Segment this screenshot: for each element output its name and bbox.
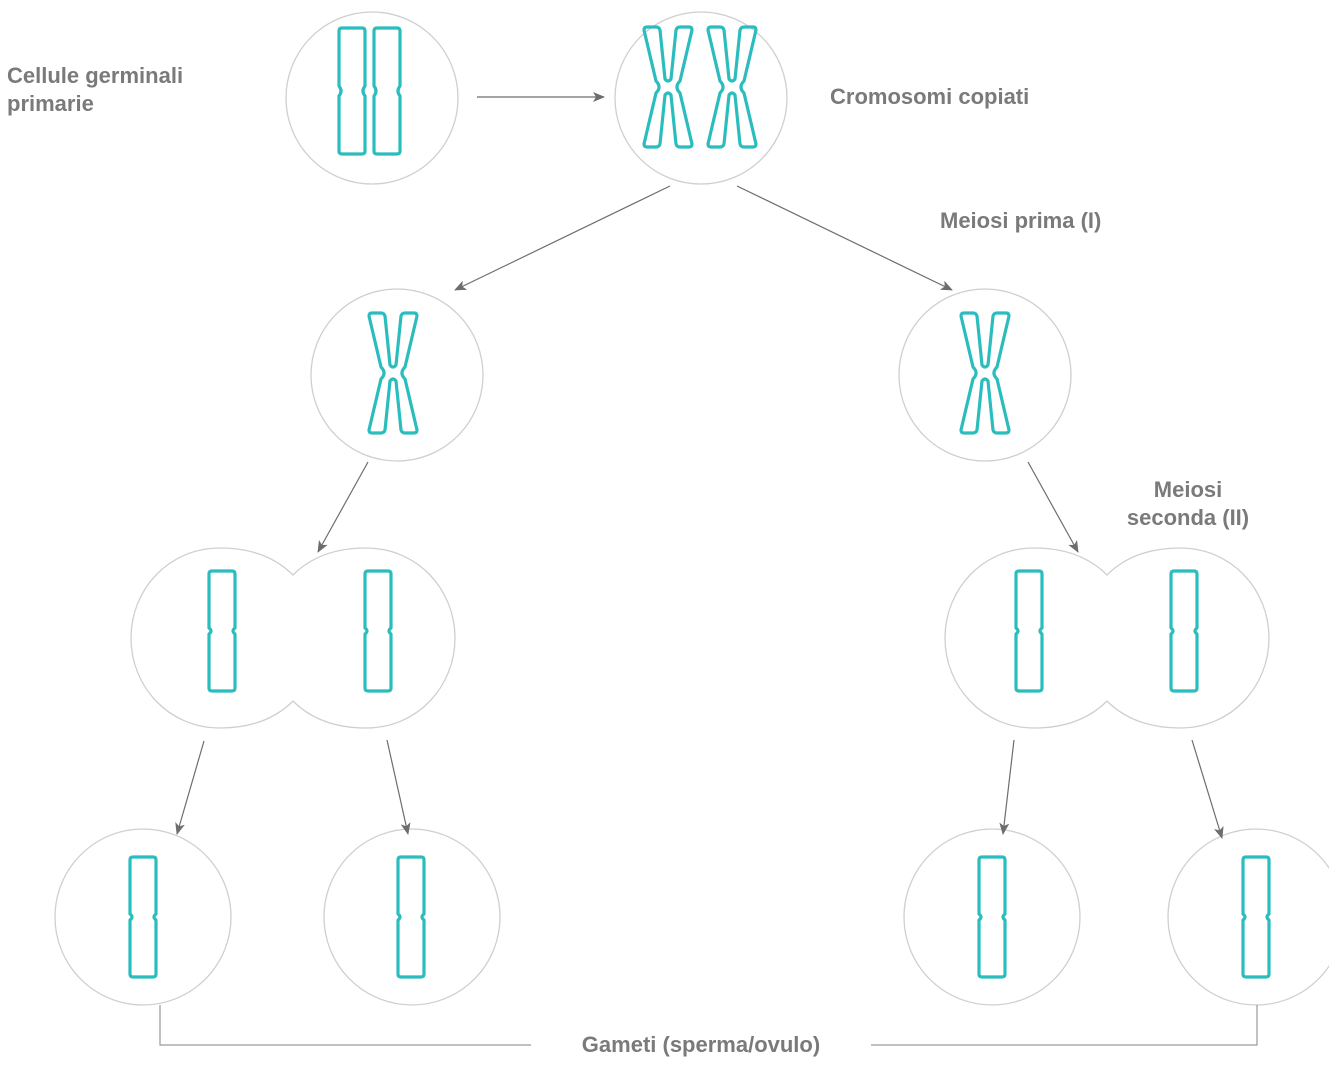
dividing-cell-right — [944, 547, 1270, 729]
copied-cell — [614, 11, 788, 185]
meiosis1-cell-left — [310, 288, 484, 462]
gamete-cell-1 — [54, 828, 232, 1006]
arrow-meiosis2-right — [1027, 461, 1079, 553]
label-gametes-text: Gameti (sperma/ovulo) — [581, 1032, 821, 1057]
label-meiosis-2: Meiosi seconda (II) — [1098, 476, 1278, 532]
gamete-cell-3 — [903, 828, 1081, 1006]
label-meiosis-2-line2: seconda (II) — [1126, 505, 1250, 530]
arrow-meiosis1-left — [454, 185, 671, 291]
arrow-gamete-2 — [386, 739, 411, 835]
arrow-meiosis1-right — [736, 185, 953, 291]
label-gametes: Gameti (sperma/ovulo) — [531, 1031, 871, 1059]
label-meiosis-1: Meiosi prima (I) — [940, 207, 1101, 235]
arrow-gamete-1 — [175, 740, 205, 835]
dividing-cell-left — [130, 547, 456, 729]
gamete-cell-2 — [323, 828, 501, 1006]
arrow-meiosis2-left — [317, 461, 369, 553]
label-primary-cells: Cellule germinali primarie — [7, 62, 183, 118]
gamete-cell-4 — [1167, 828, 1329, 1006]
arrow-gamete-3 — [999, 739, 1015, 835]
primary-cell — [285, 11, 459, 185]
label-copied-chromosomes-text: Cromosomi copiati — [830, 84, 1030, 109]
arrow-gamete-4 — [1191, 739, 1224, 839]
label-meiosis-2-line1: Meiosi — [1153, 477, 1223, 502]
label-copied-chromosomes: Cromosomi copiati — [830, 83, 1029, 111]
label-primary-cells-line2: primarie — [7, 91, 94, 116]
label-meiosis-1-text: Meiosi prima (I) — [940, 208, 1102, 233]
label-primary-cells-line1: Cellule germinali — [7, 63, 184, 88]
meiosis1-cell-right — [898, 288, 1072, 462]
gametes-bracket — [159, 1005, 1258, 1046]
